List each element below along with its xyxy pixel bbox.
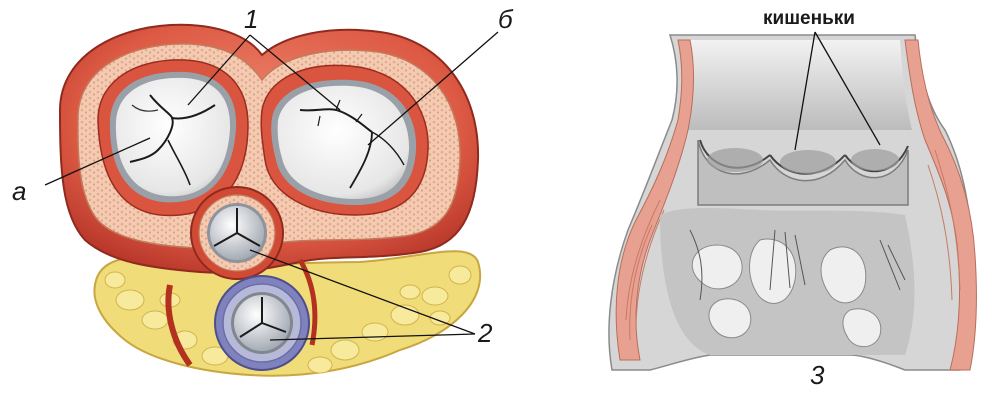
aortic-valve — [191, 187, 283, 279]
semilunar-valve-section — [609, 32, 976, 370]
label-a: а — [12, 178, 26, 204]
heart-base-cross-section — [45, 25, 498, 376]
pulmonary-valve — [215, 276, 309, 370]
label-1: 1 — [244, 6, 258, 32]
tricuspid-valve — [271, 80, 416, 205]
label-3: 3 — [810, 362, 824, 388]
label-pockets: кишеньки — [763, 9, 855, 28]
label-b: б — [498, 6, 513, 32]
label-2: 2 — [478, 320, 492, 346]
